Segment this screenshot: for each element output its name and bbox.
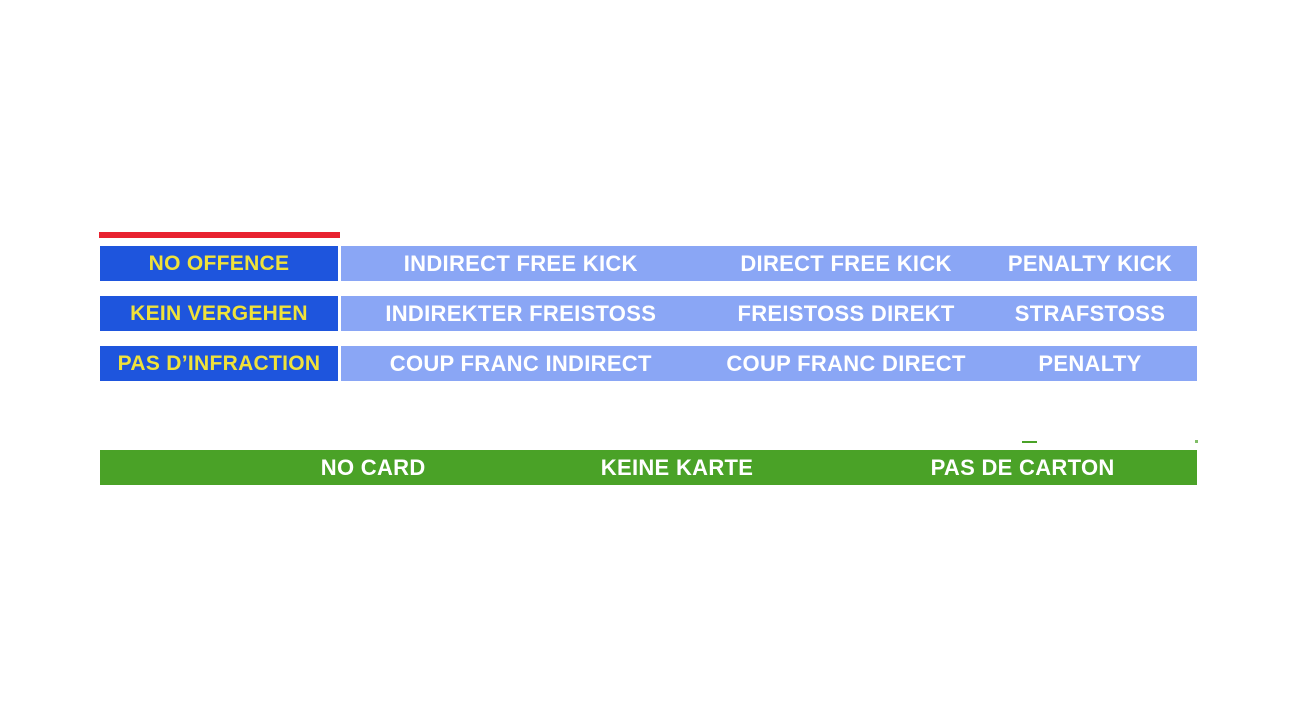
sanction-indirekter-freistoss: INDIREKTER FREISTOSS — [385, 300, 657, 326]
kein-vergehen-label-box: KEIN VERGEHEN — [100, 296, 338, 331]
pas-dinfraction-label-box: PAS D’INFRACTION — [100, 346, 338, 381]
decision-row-german: KEIN VERGEHEN INDIREKTER FREISTOSS FREIS… — [100, 296, 1197, 331]
cropped-green-dash-artifact — [1022, 441, 1037, 443]
card-status-german: KEINE KARTE — [600, 454, 754, 480]
sanction-indirect-free-kick: INDIRECT FREE KICK — [403, 250, 638, 276]
sanction-bar-french: COUP FRANC INDIRECT COUP FRANC DIRECT PE… — [341, 346, 1197, 381]
sanction-coup-franc-direct: COUP FRANC DIRECT — [726, 350, 966, 376]
sanction-bar-german: INDIREKTER FREISTOSS FREISTOSS DIREKT ST… — [341, 296, 1197, 331]
sanction-penalty: PENALTY — [1038, 350, 1142, 376]
sanction-direct-free-kick: DIRECT FREE KICK — [740, 250, 952, 276]
sanction-freistoss-direkt: FREISTOSS DIREKT — [737, 300, 955, 326]
decision-row-french: PAS D’INFRACTION COUP FRANC INDIRECT COU… — [100, 346, 1197, 381]
decision-row-english: NO OFFENCE INDIRECT FREE KICK DIRECT FRE… — [100, 246, 1197, 281]
kein-vergehen-label: KEIN VERGEHEN — [130, 301, 308, 325]
no-offence-label-box: NO OFFENCE — [100, 246, 338, 281]
pas-dinfraction-label: PAS D’INFRACTION — [117, 351, 321, 375]
sanction-bar-english: INDIRECT FREE KICK DIRECT FREE KICK PENA… — [341, 246, 1197, 281]
sanction-penalty-kick: PENALTY KICK — [1007, 250, 1173, 276]
red-highlight-rule — [99, 232, 340, 238]
sanction-coup-franc-indirect: COUP FRANC INDIRECT — [389, 350, 652, 376]
card-status-english: NO CARD — [320, 454, 426, 480]
cropped-green-dot-artifact — [1195, 440, 1198, 443]
no-offence-label: NO OFFENCE — [148, 251, 290, 275]
card-status-french: PAS DE CARTON — [930, 454, 1115, 480]
sanction-strafstoss: STRAFSTOSS — [1014, 300, 1166, 326]
no-card-bar: NO CARD KEINE KARTE PAS DE CARTON — [100, 450, 1197, 485]
